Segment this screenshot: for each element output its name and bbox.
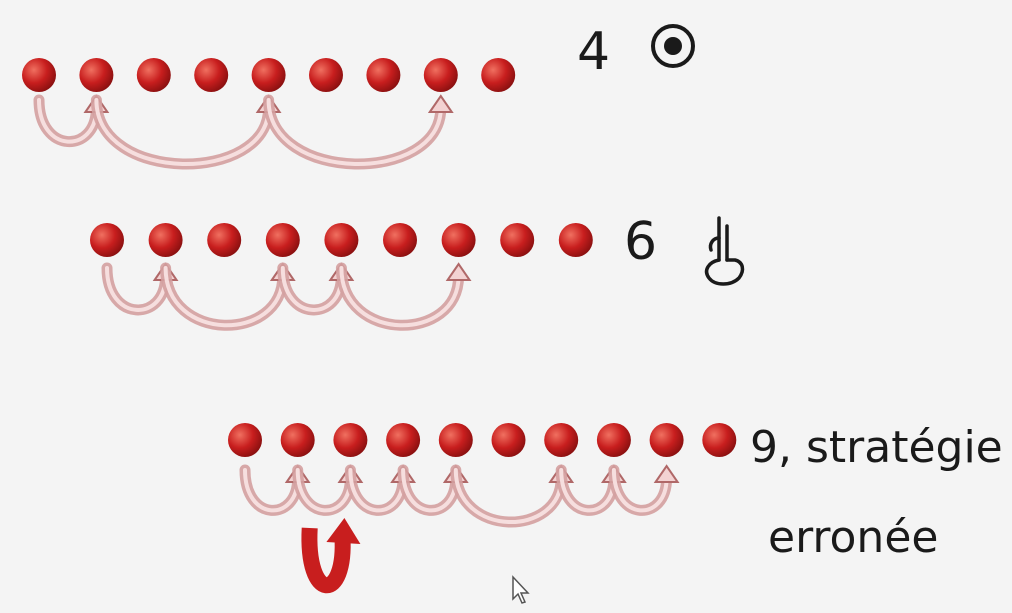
counting-row-9 <box>228 423 737 594</box>
counting-dot <box>366 58 401 92</box>
counting-dot <box>386 423 421 457</box>
mouse-cursor-icon <box>512 575 530 604</box>
eye-icon <box>651 24 695 68</box>
counting-dot <box>649 423 684 457</box>
counting-dot <box>309 58 343 92</box>
counting-dot <box>207 223 242 257</box>
count-jump-arrow-highlight <box>401 468 458 513</box>
row-4-count-label: 4 <box>577 22 611 82</box>
counting-dot <box>265 223 300 257</box>
count-jump-arrow-highlight <box>37 98 99 144</box>
count-jump-arrow <box>263 94 447 170</box>
count-jump-arrow <box>450 464 567 528</box>
count-jump-arrow-highlight <box>163 266 285 328</box>
error-jump-arrow <box>301 527 351 594</box>
count-jump-arrow <box>160 262 289 331</box>
count-jump-arrow <box>90 94 275 170</box>
counting-dot <box>383 223 417 257</box>
count-jump-arrow-highlight <box>94 98 271 166</box>
count-jump-arrow-highlight <box>611 468 669 513</box>
count-jump-arrow-highlight <box>453 468 564 524</box>
count-jump-arrow-highlight <box>105 266 168 312</box>
counting-dot <box>148 223 183 257</box>
counting-dot <box>228 423 262 457</box>
counting-dot <box>136 58 171 92</box>
pointing-finger-icon <box>704 216 745 286</box>
count-jump-arrow <box>335 262 465 331</box>
counting-dot <box>194 58 229 92</box>
counting-row-4 <box>22 58 516 170</box>
row-6-count-label: 6 <box>624 212 658 272</box>
counting-dot <box>438 423 473 457</box>
counting-dot <box>333 423 368 457</box>
counting-dot <box>596 423 631 457</box>
counting-dot <box>544 423 579 457</box>
counting-dot <box>423 58 458 92</box>
counting-dot <box>22 58 56 92</box>
counting-dot <box>79 58 114 92</box>
row-9-count-label-line2: erronée <box>768 512 939 563</box>
count-jump-arrow-highlight <box>266 98 443 166</box>
arrowhead <box>653 464 680 483</box>
count-jump-arrow-highlight <box>339 266 461 328</box>
error-arrowhead <box>326 518 361 544</box>
counting-dot <box>500 223 535 257</box>
count-jump-arrow-highlight <box>280 266 344 312</box>
counting-dot <box>441 223 476 257</box>
counting-dot <box>702 423 737 457</box>
arrowhead <box>445 262 472 281</box>
counting-dot <box>90 223 124 257</box>
counting-dot <box>251 58 286 92</box>
counting-dot <box>558 223 593 257</box>
counting-dot <box>324 223 359 257</box>
counting-dot <box>491 423 526 457</box>
counting-row-6 <box>90 223 593 331</box>
counting-dot <box>481 58 516 92</box>
row-9-count-label: 9, stratégie <box>750 422 1003 473</box>
counting-dot <box>280 423 315 457</box>
arrowhead <box>427 94 454 113</box>
